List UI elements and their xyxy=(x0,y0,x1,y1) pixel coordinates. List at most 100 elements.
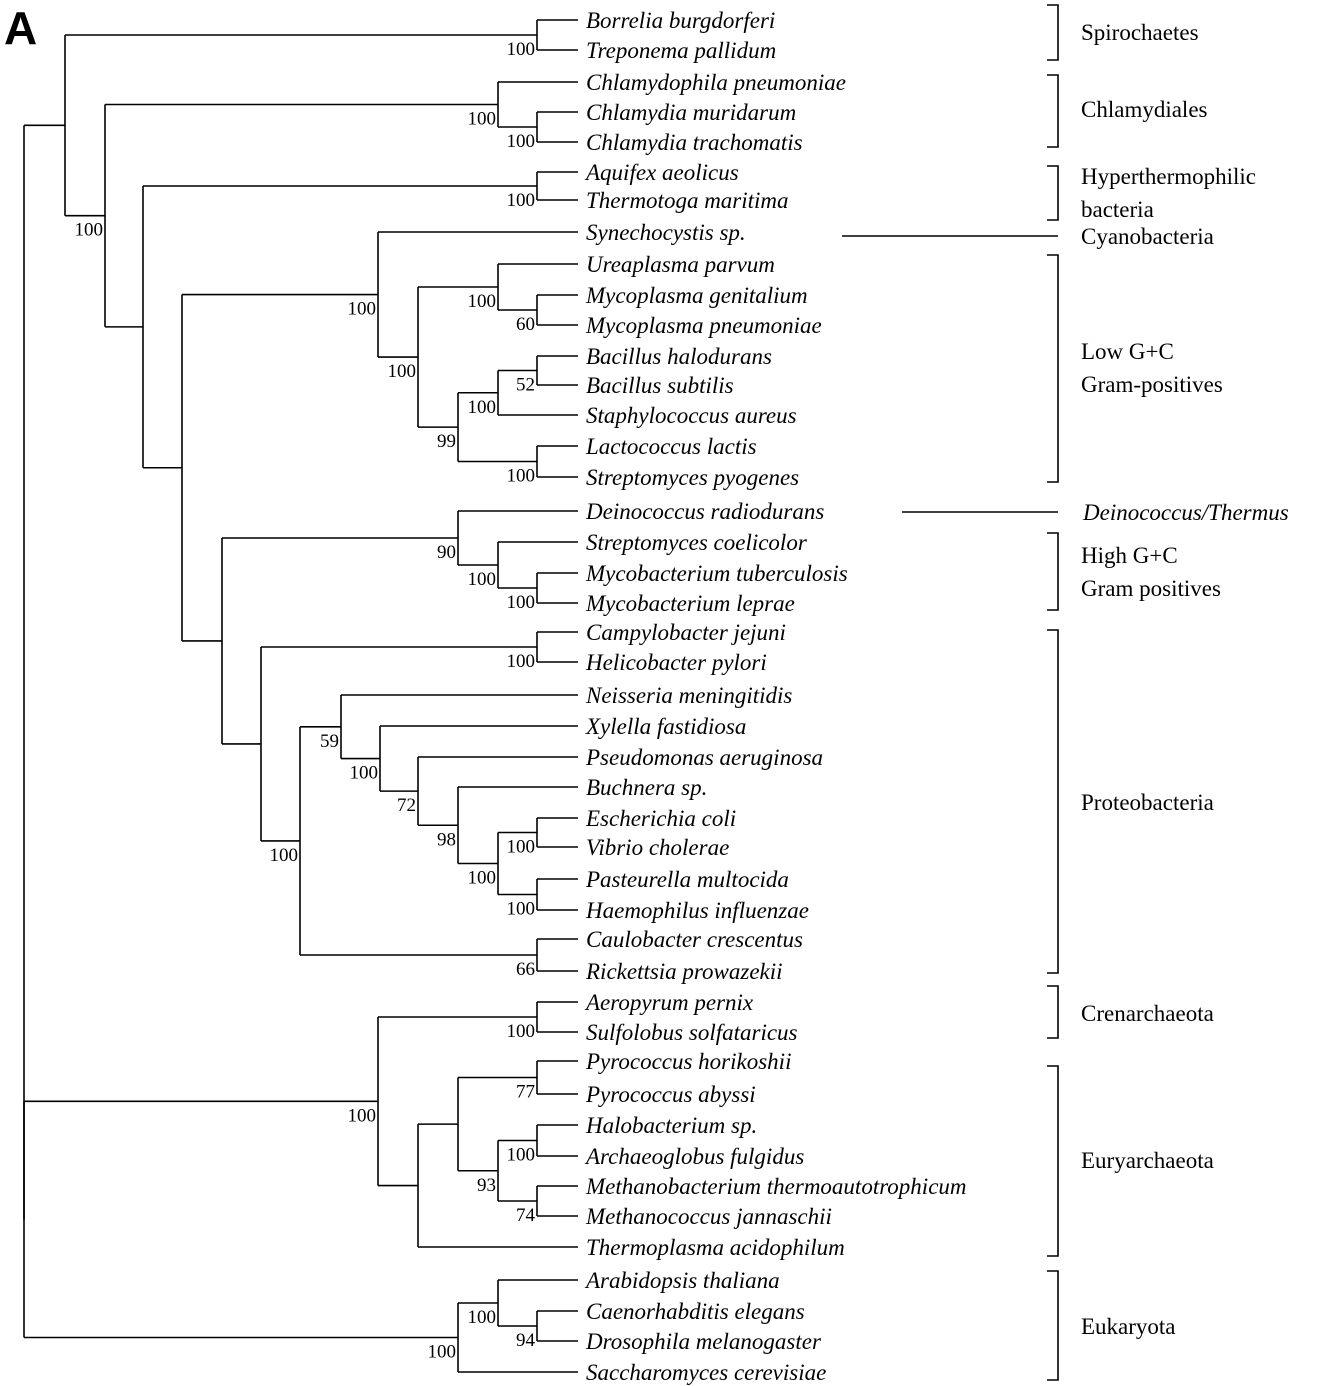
taxon-label: Vibrio cholerae xyxy=(586,835,729,860)
taxon-label: Pyrococcus horikoshii xyxy=(585,1049,791,1074)
group-bracket xyxy=(1047,254,1059,483)
group-bracket xyxy=(1047,165,1059,221)
taxon-label: Lactococcus lactis xyxy=(585,434,757,459)
support-value: 100 xyxy=(348,1105,377,1126)
taxon-label: Methanococcus jannaschii xyxy=(585,1204,832,1229)
group-label-cyanobacteria: Cyanobacteria xyxy=(1081,224,1214,249)
group-bracket xyxy=(1047,4,1059,61)
taxon-label: Pasteurella multocida xyxy=(585,867,789,892)
taxon-label: Arabidopsis thaliana xyxy=(584,1268,780,1293)
group-bracket xyxy=(1047,74,1059,148)
taxon-label: Borrelia burgdorferi xyxy=(586,8,775,33)
taxon-label: Staphylococcus aureus xyxy=(586,403,797,428)
taxon-label: Helicobacter pylori xyxy=(585,650,767,675)
taxon-label: Campylobacter jejuni xyxy=(586,620,786,645)
taxon-label: Archaeoglobus fulgidus xyxy=(584,1144,804,1169)
support-value: 100 xyxy=(507,1021,536,1042)
support-value: 100 xyxy=(348,299,377,320)
taxon-label: Caulobacter crescentus xyxy=(586,927,803,952)
support-value: 100 xyxy=(270,845,299,866)
group-bracket xyxy=(1047,985,1059,1039)
support-value: 72 xyxy=(397,795,416,816)
taxon-label: Pyrococcus abyssi xyxy=(585,1082,756,1107)
taxon-label: Treponema pallidum xyxy=(586,38,776,63)
support-value: 100 xyxy=(468,569,497,590)
group-label-hyperthermophilic: Hyperthermophilic xyxy=(1081,164,1256,189)
taxon-label: Chlamydophila pneumoniae xyxy=(586,70,846,95)
support-value: 100 xyxy=(468,109,497,130)
support-value: 99 xyxy=(437,431,456,452)
support-value: 100 xyxy=(507,651,536,672)
group-label-hyperthermophilic: bacteria xyxy=(1081,197,1154,222)
support-value: 100 xyxy=(468,1307,497,1328)
support-value: 77 xyxy=(516,1082,535,1103)
support-value: 74 xyxy=(516,1205,536,1226)
taxon-label: Saccharomyces cerevisiae xyxy=(586,1360,826,1385)
support-value: 93 xyxy=(477,1175,496,1196)
support-value: 100 xyxy=(350,763,379,784)
group-label-low-g-c: Low G+C xyxy=(1081,339,1174,364)
group-label-deinococcus-thermus: Deinococcus/Thermus xyxy=(1082,500,1289,525)
support-value: 100 xyxy=(507,131,536,152)
group-brackets: SpirochaetesChlamydialesHyperthermophili… xyxy=(842,4,1289,1381)
group-bracket xyxy=(1047,1065,1059,1257)
taxon-label: Synechocystis sp. xyxy=(586,220,746,245)
support-value: 100 xyxy=(507,39,536,60)
taxon-label: Deinococcus radiodurans xyxy=(585,499,824,524)
taxon-label: Xylella fastidiosa xyxy=(585,714,746,739)
group-label-proteobacteria: Proteobacteria xyxy=(1081,790,1214,815)
taxon-label: Chlamydia muridarum xyxy=(586,100,796,125)
taxon-label: Mycobacterium leprae xyxy=(585,591,795,616)
support-value: 100 xyxy=(75,220,104,241)
support-values: 1001001001006010052100100991001001001009… xyxy=(75,39,536,1363)
taxon-label: Thermoplasma acidophilum xyxy=(586,1235,845,1260)
group-bracket xyxy=(1047,532,1059,611)
taxon-label: Chlamydia trachomatis xyxy=(586,130,803,155)
support-value: 100 xyxy=(468,291,497,312)
taxon-label: Methanobacterium thermoautotrophicum xyxy=(585,1174,967,1199)
group-bracket xyxy=(1047,629,1059,974)
support-value: 66 xyxy=(516,959,535,980)
support-value: 90 xyxy=(437,542,456,563)
taxon-label: Ureaplasma parvum xyxy=(586,252,775,277)
taxon-label: Escherichia coli xyxy=(585,806,736,831)
support-value: 100 xyxy=(507,466,536,487)
taxon-label: Buchnera sp. xyxy=(586,775,707,800)
taxon-label: Rickettsia prowazekii xyxy=(585,959,783,984)
group-label-low-g-c: Gram-positives xyxy=(1081,372,1223,397)
taxon-label: Aquifex aeolicus xyxy=(584,160,739,185)
taxon-label: Caenorhabditis elegans xyxy=(586,1299,805,1324)
support-value: 100 xyxy=(507,837,536,858)
taxon-label: Drosophila melanogaster xyxy=(585,1329,822,1354)
support-value: 100 xyxy=(468,397,497,418)
taxon-label: Neisseria meningitidis xyxy=(585,683,792,708)
group-label-eukaryota: Eukaryota xyxy=(1081,1314,1176,1339)
support-value: 100 xyxy=(388,361,417,382)
support-value: 98 xyxy=(437,829,456,850)
group-bracket xyxy=(1047,1270,1059,1381)
group-label-spirochaetes: Spirochaetes xyxy=(1081,20,1199,45)
support-value: 100 xyxy=(428,1342,457,1363)
taxon-label: Bacillus halodurans xyxy=(586,344,772,369)
support-value: 100 xyxy=(468,868,497,889)
taxon-label: Aeropyrum pernix xyxy=(584,990,754,1015)
panel-label: A xyxy=(4,2,37,54)
taxon-label: Mycobacterium tuberculosis xyxy=(585,561,848,586)
support-value: 59 xyxy=(320,731,339,752)
taxon-label: Sulfolobus solfataricus xyxy=(586,1020,798,1045)
support-value: 100 xyxy=(507,1145,536,1166)
taxon-label: Bacillus subtilis xyxy=(586,373,734,398)
group-label-euryarchaeota: Euryarchaeota xyxy=(1081,1148,1214,1173)
taxon-label: Mycoplasma genitalium xyxy=(585,283,808,308)
support-value: 100 xyxy=(507,190,536,211)
tree-branches xyxy=(23,19,578,1373)
taxon-label: Haemophilus influenzae xyxy=(585,898,809,923)
taxon-label: Streptomyces pyogenes xyxy=(586,465,799,490)
support-value: 100 xyxy=(507,592,536,613)
group-label-high-g-c: High G+C xyxy=(1081,543,1178,568)
group-label-crenarchaeota: Crenarchaeota xyxy=(1081,1001,1214,1026)
taxon-label: Mycoplasma pneumoniae xyxy=(585,313,822,338)
support-value: 52 xyxy=(516,375,535,396)
taxon-label: Halobacterium sp. xyxy=(585,1113,757,1138)
